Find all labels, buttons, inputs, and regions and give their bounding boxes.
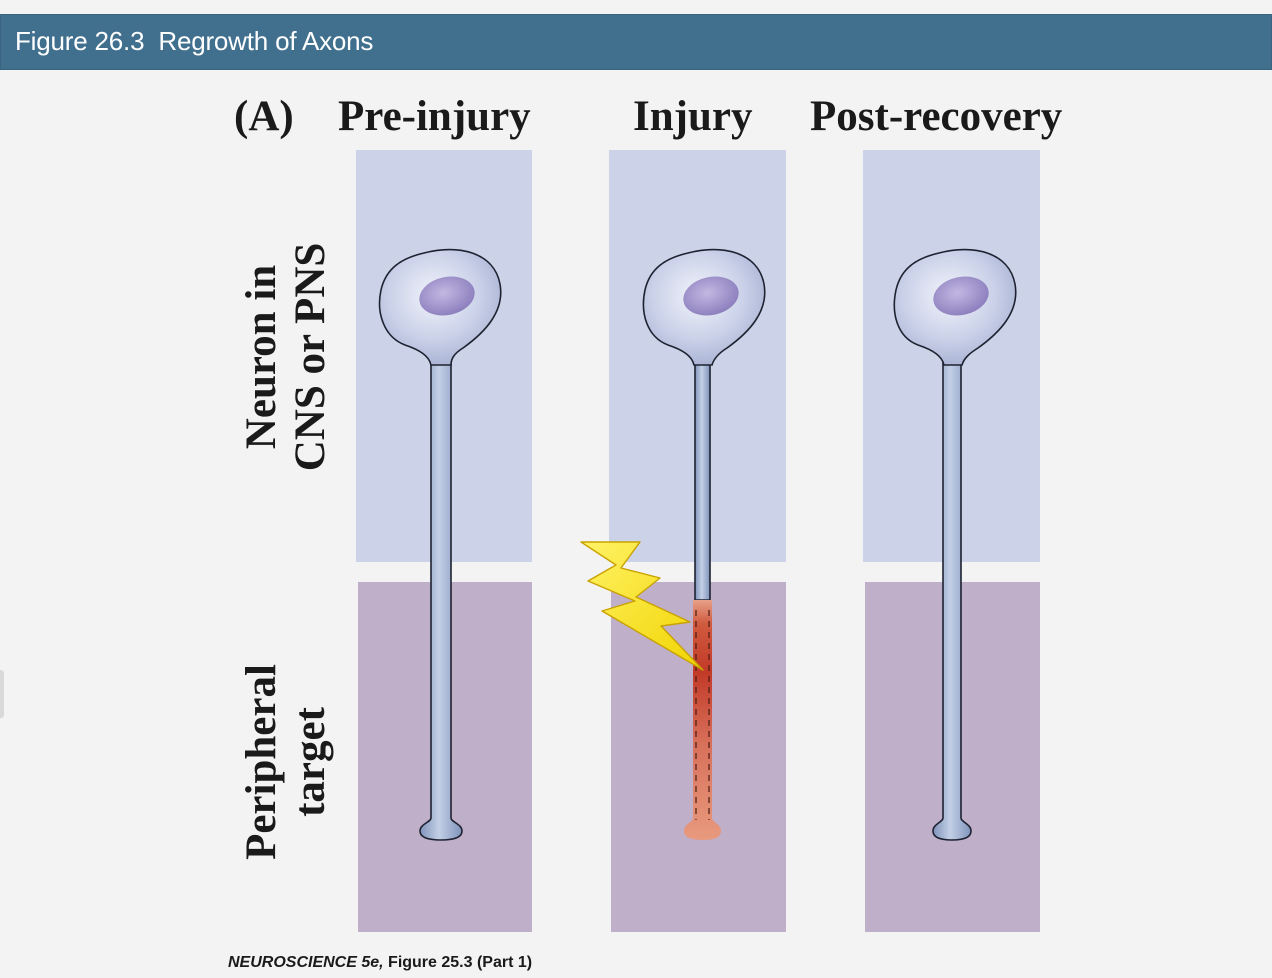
- panel-label: (A): [234, 93, 294, 140]
- credit-figure-ref: Figure 25.3 (Part 1): [383, 954, 533, 971]
- axon: [419, 354, 463, 841]
- row-label-target-line2: target: [287, 706, 334, 816]
- axon: [694, 354, 711, 601]
- row-label-target-line1: Peripheral: [238, 664, 285, 860]
- axon: [932, 354, 972, 841]
- column-heading-injury: Injury: [633, 93, 753, 140]
- neuron-post-recovery: [893, 248, 1017, 841]
- figure-credit: NEUROSCIENCE 5e, Figure 25.3 (Part 1): [228, 954, 532, 972]
- nucleus: [419, 276, 475, 316]
- scroll-edge-indicator: [0, 670, 4, 718]
- figure-header: Figure 26.3 Regrowth of Axons: [0, 14, 1272, 70]
- column-heading-pre-injury: Pre-injury: [338, 93, 531, 140]
- row-label-neuron-line1: Neuron in: [238, 265, 285, 449]
- credit-book-title: NEUROSCIENCE 5e,: [228, 954, 384, 971]
- row-label-neuron: Neuron in CNS or PNS: [238, 243, 334, 472]
- nucleus: [933, 276, 989, 316]
- row-label-neuron-line2: CNS or PNS: [287, 243, 334, 472]
- nucleus: [683, 276, 739, 316]
- neuron-injury: [580, 248, 766, 840]
- row-label-target: Peripheral target: [238, 664, 334, 860]
- column-heading-post-recovery: Post-recovery: [810, 93, 1063, 140]
- lightning-bolt-icon: [580, 541, 704, 671]
- neuron-pre-injury: [378, 248, 502, 841]
- figure-title: Figure 26.3 Regrowth of Axons: [15, 26, 374, 56]
